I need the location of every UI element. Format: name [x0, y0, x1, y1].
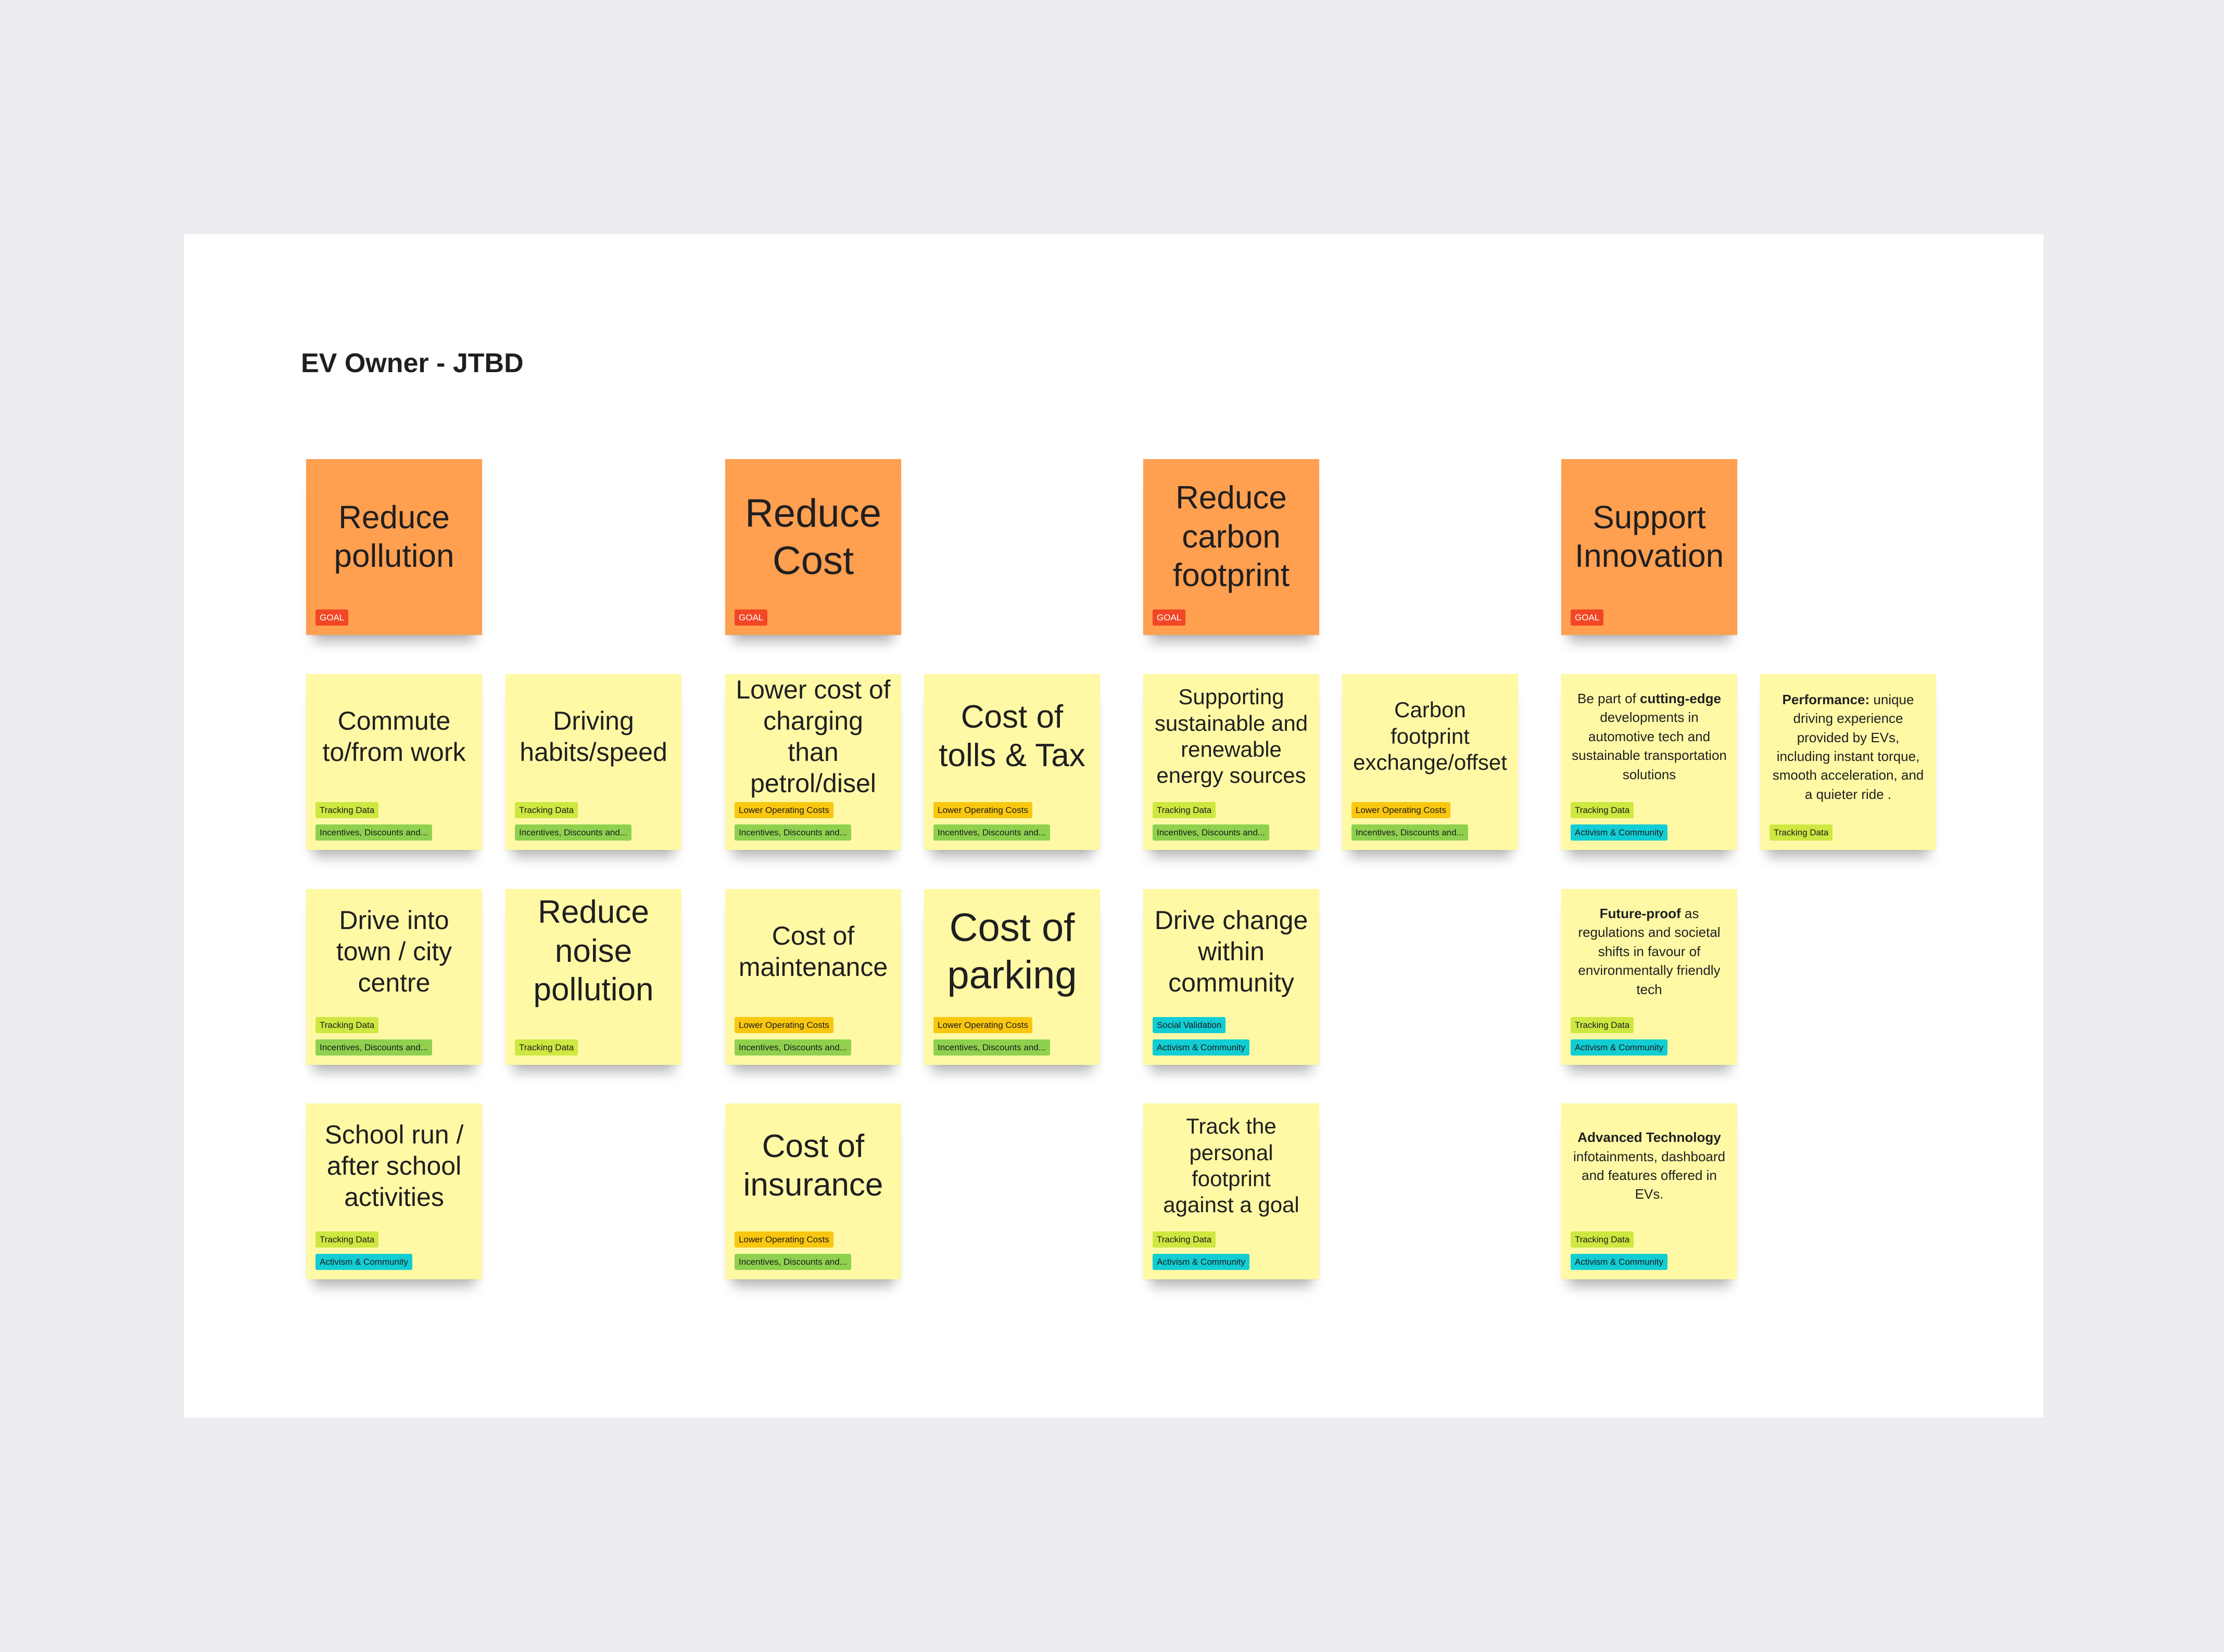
note-text: Future-proof as regulations and societal… [1572, 900, 1727, 1002]
sticky-note-supporting-sustainable[interactable]: Supporting sustainable and renewable ene… [1143, 674, 1319, 850]
note-text-bold: Performance: [1782, 691, 1870, 707]
note-text: Cost of insurance [743, 1128, 883, 1203]
activism-tag: Activism & Community [1153, 1254, 1250, 1270]
lower-operating-costs-tag: Lower Operating Costs [735, 802, 833, 818]
note-text-post: infotainments, dashboard and features of… [1573, 1148, 1725, 1202]
note-text-bold: Future-proof [1599, 906, 1681, 922]
sticky-note-tolls-tax[interactable]: Cost of tolls & Tax Lower Operating Cost… [924, 674, 1100, 850]
incentives-tag: Incentives, Discounts and... [315, 824, 432, 841]
sticky-note-carbon-exchange[interactable]: Carbon footprint exchange/offset Lower O… [1342, 674, 1518, 850]
note-text: Advanced Technology infotainments, dashb… [1572, 1115, 1727, 1217]
note-text: Cost of tolls & Tax [939, 698, 1085, 773]
note-text-bold: Advanced Technology [1577, 1129, 1721, 1146]
incentives-tag: Incentives, Discounts and... [315, 1039, 432, 1056]
sticky-note-drive-change[interactable]: Drive change within community Social Val… [1143, 889, 1319, 1065]
social-validation-tag: Social Validation [1153, 1017, 1226, 1033]
note-text: Support Innovation [1574, 499, 1724, 574]
board-title: EV Owner - JTBD [301, 348, 524, 378]
sticky-note-performance[interactable]: Performance: unique driving experience p… [1760, 674, 1936, 850]
note-text: Lower cost of charging than petrol/disel [736, 675, 891, 798]
incentives-tag: Incentives, Discounts and... [1351, 824, 1468, 841]
note-text: Cost of maintenance [738, 921, 888, 982]
note-text: Supporting sustainable and renewable ene… [1154, 684, 1308, 788]
goal-note-support-innovation[interactable]: Support Innovation GOAL [1561, 459, 1737, 635]
note-text-bold: cutting-edge [1639, 691, 1721, 707]
incentives-tag: Incentives, Discounts and... [515, 824, 631, 841]
tracking-data-tag: Tracking Data [315, 1017, 379, 1033]
goal-tag: GOAL [1153, 609, 1186, 626]
tracking-data-tag: Tracking Data [1571, 1017, 1634, 1033]
note-text: Driving habits/speed [520, 706, 667, 767]
sticky-note-school-run[interactable]: School run / after school activities Tra… [306, 1103, 482, 1279]
sticky-note-commute[interactable]: Commute to/from work Tracking Data Incen… [306, 674, 482, 850]
lower-operating-costs-tag: Lower Operating Costs [933, 802, 1032, 818]
note-text: Drive into town / city centre [336, 906, 452, 997]
sticky-note-driving-habits[interactable]: Driving habits/speed Tracking Data Incen… [506, 674, 681, 850]
tracking-data-tag: Tracking Data [1571, 1231, 1634, 1248]
tracking-data-tag: Tracking Data [515, 802, 578, 818]
sticky-note-parking[interactable]: Cost of parking Lower Operating Costs In… [924, 889, 1100, 1065]
note-text: Cost of parking [947, 905, 1077, 997]
tracking-data-tag: Tracking Data [315, 802, 379, 818]
tracking-data-tag: Tracking Data [1571, 802, 1634, 818]
lower-operating-costs-tag: Lower Operating Costs [735, 1017, 833, 1033]
activism-tag: Activism & Community [1571, 1254, 1668, 1270]
activism-tag: Activism & Community [315, 1254, 413, 1270]
incentives-tag: Incentives, Discounts and... [1153, 824, 1269, 841]
sticky-note-insurance[interactable]: Cost of insurance Lower Operating Costs … [725, 1103, 901, 1279]
note-text: School run / after school activities [324, 1120, 464, 1212]
note-text: Reduce pollution [334, 499, 454, 574]
sticky-note-maintenance[interactable]: Cost of maintenance Lower Operating Cost… [725, 889, 901, 1065]
note-text-post: unique driving experience provided by EV… [1772, 691, 1924, 802]
note-text: Performance: unique driving experience p… [1771, 685, 1926, 808]
incentives-tag: Incentives, Discounts and... [933, 1039, 1050, 1056]
sticky-note-future-proof[interactable]: Future-proof as regulations and societal… [1561, 889, 1737, 1065]
note-text: Drive change within community [1154, 906, 1308, 997]
note-text: Reduce noise pollution [533, 894, 654, 1008]
note-text: Be part of cutting-edge developments in … [1572, 685, 1727, 787]
activism-tag: Activism & Community [1153, 1039, 1250, 1056]
note-text: Carbon footprint exchange/offset [1353, 697, 1507, 775]
lower-operating-costs-tag: Lower Operating Costs [933, 1017, 1032, 1033]
goal-tag: GOAL [735, 609, 768, 626]
note-text-post: as regulations and societal shifts in fa… [1578, 906, 1721, 997]
tracking-data-tag: Tracking Data [1770, 824, 1833, 841]
sticky-note-drive-into-town[interactable]: Drive into town / city centre Tracking D… [306, 889, 482, 1065]
tracking-data-tag: Tracking Data [1153, 1231, 1216, 1248]
note-text: Reduce carbon footprint [1172, 480, 1290, 594]
lower-operating-costs-tag: Lower Operating Costs [1351, 802, 1450, 818]
whiteboard-frame: EV Owner - JTBD Reduce pollution GOAL Co… [184, 234, 2043, 1418]
incentives-tag: Incentives, Discounts and... [735, 1254, 851, 1270]
sticky-note-cutting-edge[interactable]: Be part of cutting-edge developments in … [1561, 674, 1737, 850]
goal-note-reduce-carbon[interactable]: Reduce carbon footprint GOAL [1143, 459, 1319, 635]
sticky-note-reduce-noise[interactable]: Reduce noise pollution Tracking Data [506, 889, 681, 1065]
sticky-note-advanced-tech[interactable]: Advanced Technology infotainments, dashb… [1561, 1103, 1737, 1279]
incentives-tag: Incentives, Discounts and... [933, 824, 1050, 841]
lower-operating-costs-tag: Lower Operating Costs [735, 1231, 833, 1248]
activism-tag: Activism & Community [1571, 1039, 1668, 1056]
incentives-tag: Incentives, Discounts and... [735, 824, 851, 841]
incentives-tag: Incentives, Discounts and... [735, 1039, 851, 1056]
tracking-data-tag: Tracking Data [315, 1231, 379, 1248]
sticky-note-track-footprint[interactable]: Track the personal footprint against a g… [1143, 1103, 1319, 1279]
activism-tag: Activism & Community [1571, 824, 1668, 841]
goal-note-reduce-pollution[interactable]: Reduce pollution GOAL [306, 459, 482, 635]
tracking-data-tag: Tracking Data [515, 1039, 578, 1056]
goal-tag: GOAL [1571, 609, 1604, 626]
note-text: Track the personal footprint against a g… [1163, 1114, 1299, 1217]
goal-tag: GOAL [315, 609, 349, 626]
note-text: Reduce Cost [745, 491, 881, 583]
note-text-pre: Be part of [1577, 691, 1640, 707]
note-text: Commute to/from work [322, 706, 466, 767]
goal-note-reduce-cost[interactable]: Reduce Cost GOAL [725, 459, 901, 635]
tracking-data-tag: Tracking Data [1153, 802, 1216, 818]
sticky-note-lower-charging[interactable]: Lower cost of charging than petrol/disel… [725, 674, 901, 850]
note-text-post: developments in automotive tech and sust… [1572, 709, 1727, 782]
